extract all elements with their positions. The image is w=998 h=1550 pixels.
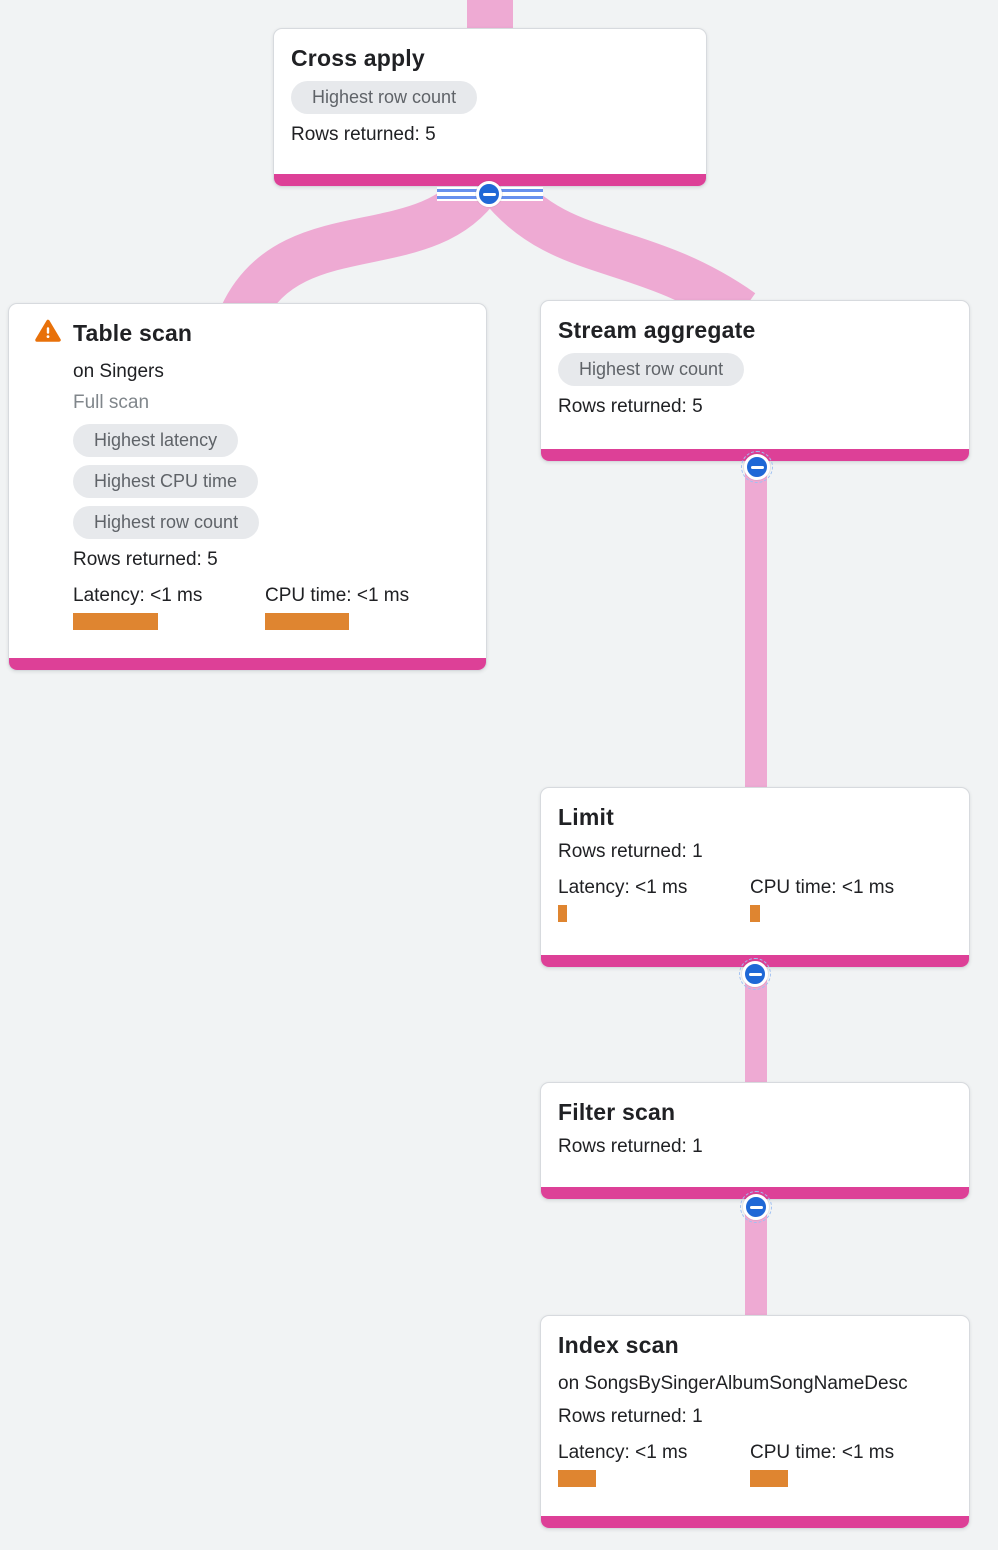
node-index-scan[interactable]: Index scan on SongsBySingerAlbumSongName… [540, 1315, 970, 1529]
minus-icon [749, 1205, 763, 1209]
latency-label: Latency: <1 ms [558, 877, 688, 898]
badge-highest-cpu-time: Highest CPU time [73, 465, 259, 498]
cpu-time-bar [265, 613, 349, 630]
collapse-button-limit[interactable] [739, 958, 771, 990]
node-subtitle: on SongsBySingerAlbumSongNameDesc [558, 1373, 908, 1394]
latency-bar [558, 905, 567, 922]
node-title: Stream aggregate [558, 317, 756, 343]
node-footer-bar [541, 1516, 969, 1528]
node-stream-aggregate[interactable]: Stream aggregate Highest row count Rows … [540, 300, 970, 462]
metrics-row: Latency: <1 ms CPU time: <1 ms [558, 876, 952, 922]
edge-parent-to-cross-apply [467, 0, 513, 30]
rows-returned: Rows returned: 5 [558, 396, 703, 417]
cpu-time-bar [750, 1470, 788, 1487]
metrics-row: Latency: <1 ms CPU time: <1 ms [73, 584, 469, 630]
edge-filter-scan-to-index-scan [745, 1192, 767, 1324]
latency-bar [558, 1470, 596, 1487]
edge-cross-apply-to-table-scan [221, 169, 499, 327]
full-scan-note: Full scan [73, 392, 150, 413]
cpu-time-bar [750, 905, 760, 922]
node-title: Index scan [558, 1332, 679, 1358]
edge-limit-to-filter-scan [745, 958, 767, 1090]
cpu-time-label: CPU time: <1 ms [750, 1442, 895, 1463]
badge-highest-row-count: Highest row count [73, 506, 260, 539]
collapse-button-filter-scan[interactable] [740, 1191, 772, 1223]
warning-icon [35, 319, 61, 342]
rows-returned: Rows returned: 5 [291, 124, 436, 145]
metrics-row: Latency: <1 ms CPU time: <1 ms [558, 1441, 952, 1487]
minus-icon [482, 192, 496, 196]
collapse-button-cross-apply[interactable] [473, 178, 505, 210]
latency-metric: Latency: <1 ms [558, 1441, 750, 1487]
latency-metric: Latency: <1 ms [73, 584, 265, 630]
node-title: Limit [558, 804, 614, 830]
node-title: Cross apply [291, 45, 425, 71]
cpu-time-metric: CPU time: <1 ms [265, 584, 457, 630]
badge-highest-latency: Highest latency [73, 424, 239, 457]
collapse-button-stream-aggregate[interactable] [741, 451, 773, 483]
rows-returned: Rows returned: 1 [558, 841, 703, 862]
node-footer-bar [274, 174, 706, 186]
node-title: Table scan [73, 320, 193, 346]
latency-label: Latency: <1 ms [558, 1442, 688, 1463]
collapse-icon [744, 454, 770, 480]
cpu-time-metric: CPU time: <1 ms [750, 1441, 942, 1487]
collapse-icon [742, 961, 768, 987]
latency-metric: Latency: <1 ms [558, 876, 750, 922]
latency-bar [73, 613, 158, 630]
collapse-icon [743, 1194, 769, 1220]
badge-highest-row-count: Highest row count [558, 353, 745, 386]
node-filter-scan[interactable]: Filter scan Rows returned: 1 [540, 1082, 970, 1200]
rows-returned: Rows returned: 5 [73, 549, 218, 570]
cpu-time-label: CPU time: <1 ms [750, 877, 895, 898]
node-title: Filter scan [558, 1099, 676, 1125]
rows-returned: Rows returned: 1 [558, 1406, 703, 1427]
cpu-time-label: CPU time: <1 ms [265, 585, 410, 606]
node-subtitle: on Singers [73, 361, 164, 382]
node-footer-bar [9, 658, 486, 670]
cpu-time-metric: CPU time: <1 ms [750, 876, 942, 922]
node-table-scan[interactable]: Table scan on Singers Full scan Highest … [8, 303, 487, 671]
minus-icon [750, 465, 764, 469]
node-limit[interactable]: Limit Rows returned: 1 Latency: <1 ms CP… [540, 787, 970, 968]
collapse-icon [476, 181, 502, 207]
rows-returned: Rows returned: 1 [558, 1136, 703, 1157]
edge-cross-apply-to-stream-aggregate [480, 169, 756, 331]
minus-icon [748, 972, 762, 976]
badge-highest-row-count: Highest row count [291, 81, 478, 114]
latency-label: Latency: <1 ms [73, 585, 203, 606]
node-cross-apply[interactable]: Cross apply Highest row count Rows retur… [273, 28, 707, 187]
edge-stream-aggregate-to-limit [745, 455, 767, 795]
